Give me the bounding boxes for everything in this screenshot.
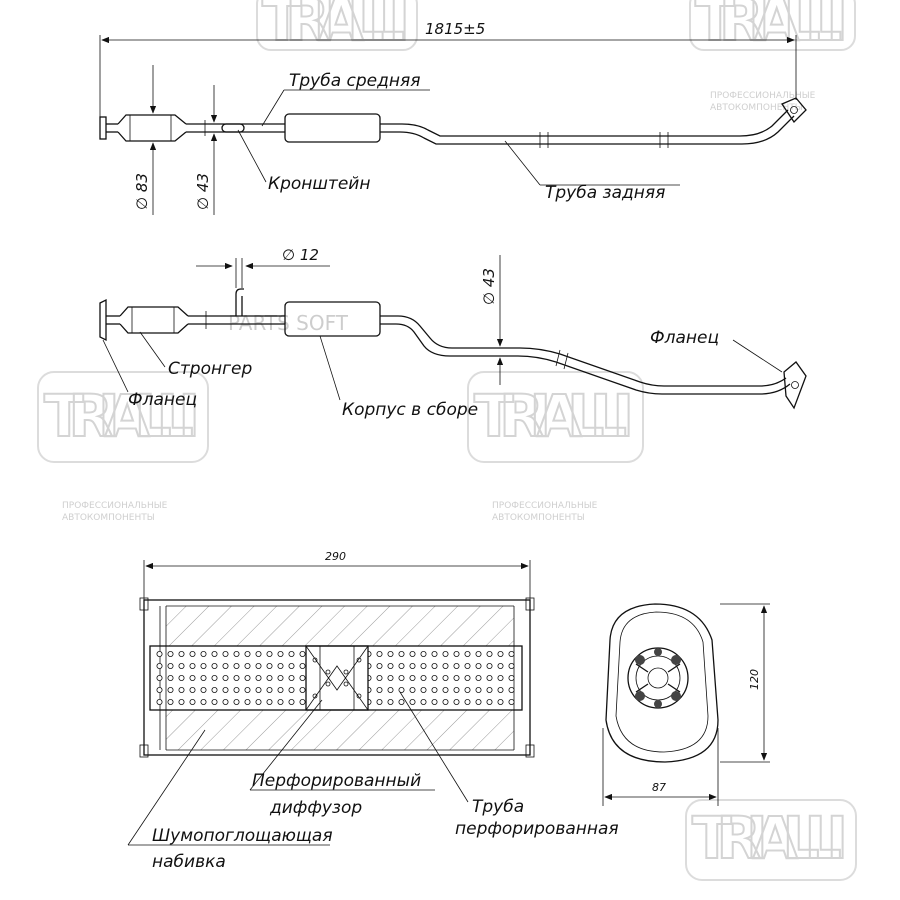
- label-perforated-pipe: Труба: [472, 797, 524, 817]
- perforated-diffuser: [305, 645, 369, 711]
- watermark-tagline: АВТОКОМПОНЕНТЫ: [62, 513, 155, 523]
- watermark-parts-soft: PARTS SOFT: [228, 311, 349, 335]
- end-width-dimension: 87: [652, 781, 666, 794]
- watermark-tagline: ПРОФЕССИОНАЛЬНЫЕ: [710, 91, 816, 101]
- overall-length-dimension: 1815±5: [425, 20, 485, 38]
- watermarks: TRIALLI TRIALLI ПРОФЕССИОНАЛЬНЫЕ АВТОКОМ…: [37, 0, 857, 881]
- label-perforated-diffuser-cont: диффузор: [269, 798, 362, 818]
- svg-text:TRIALLI: TRIALLI: [262, 0, 412, 54]
- svg-text:TRIALLI: TRIALLI: [695, 0, 850, 54]
- watermark-tagline: АВТОКОМПОНЕНТЫ: [710, 103, 803, 113]
- label-flange-left: Фланец: [128, 390, 197, 410]
- label-rear-pipe: Труба задняя: [545, 183, 665, 203]
- label-perforated-pipe-cont: перфорированная: [455, 819, 619, 839]
- muffler-end-view: [605, 603, 719, 763]
- label-bracket: Кронштейн: [268, 174, 370, 194]
- end-height-dimension: 120: [748, 669, 761, 690]
- label-body-assembly: Корпус в сборе: [342, 400, 478, 420]
- rear-pipe-diameter-dimension: ∅ 43: [480, 268, 498, 305]
- section-view: 290: [127, 550, 770, 872]
- label-perforated-diffuser: Перфорированный: [252, 771, 421, 791]
- svg-text:TRIALLI: TRIALLI: [692, 804, 850, 872]
- watermark-logo: TRIALLI: [37, 371, 209, 463]
- label-sound-packing: Шумопоглощающая: [152, 826, 333, 846]
- watermark-logo: TRIALLI: [689, 0, 856, 55]
- label-mid-pipe: Труба средняя: [289, 71, 420, 91]
- bracket-diameter-dimension: ∅ 12: [282, 246, 319, 264]
- top-view: 1815±5 ∅ 83 ∅ 43: [99, 20, 807, 215]
- label-stronger: Стронгер: [168, 359, 252, 379]
- watermark-tagline: ПРОФЕССИОНАЛЬНЫЕ: [492, 501, 598, 511]
- side-view: ∅ 12 ∅ 43 Стронгер Фланец Корпус в сборе…: [99, 246, 807, 420]
- pipe-diameter-dimension: ∅ 43: [194, 173, 212, 210]
- body-length-dimension: 290: [325, 550, 346, 563]
- svg-text:TRIALLI: TRIALLI: [474, 382, 636, 450]
- inlet-diameter-dimension: ∅ 83: [133, 173, 151, 210]
- watermark-logo: TRIALLI: [256, 0, 418, 55]
- watermark-tagline: ПРОФЕССИОНАЛЬНЫЕ: [62, 501, 168, 511]
- watermark-logo: TRIALLI: [467, 371, 644, 463]
- svg-text:TRIALLI: TRIALLI: [44, 382, 202, 450]
- watermark-logo: TRIALLI: [685, 799, 857, 881]
- label-flange-right: Фланец: [650, 328, 719, 348]
- label-sound-packing-cont: набивка: [152, 852, 226, 872]
- watermark-tagline: АВТОКОМПОНЕНТЫ: [492, 513, 585, 523]
